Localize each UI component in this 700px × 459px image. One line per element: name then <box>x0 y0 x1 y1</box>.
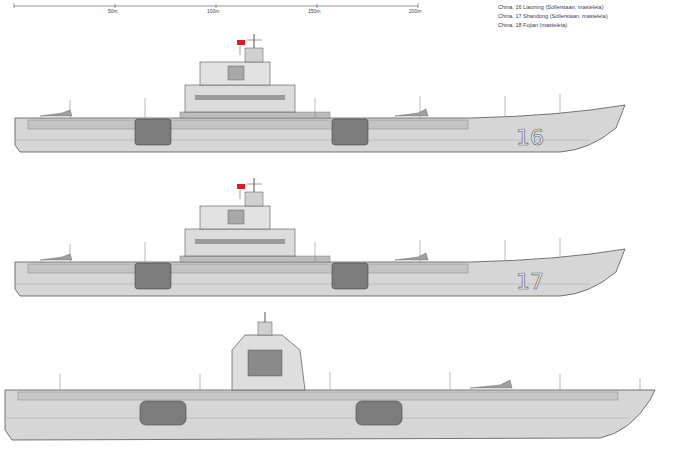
hull-number: 17 <box>516 270 544 294</box>
shandong-profile <box>15 178 625 296</box>
ship-caption: China, 16 Liaoning (Sollerstaan, mastele… <box>498 4 603 10</box>
scale-label: 50m <box>108 9 118 15</box>
ship-caption: China, 17 Shandong (Sollerstaan, mastele… <box>498 13 608 19</box>
scale-label: 200m <box>409 9 422 15</box>
scale-label: 150m <box>308 9 321 15</box>
fujian-profile <box>5 312 655 440</box>
hull-number: 16 <box>516 126 544 150</box>
liaoning-profile <box>15 34 625 152</box>
ship-caption: China, 18 Fujian (masteleta) <box>498 22 567 28</box>
scale-label: 100m <box>207 9 220 15</box>
scale-bar <box>14 3 418 8</box>
